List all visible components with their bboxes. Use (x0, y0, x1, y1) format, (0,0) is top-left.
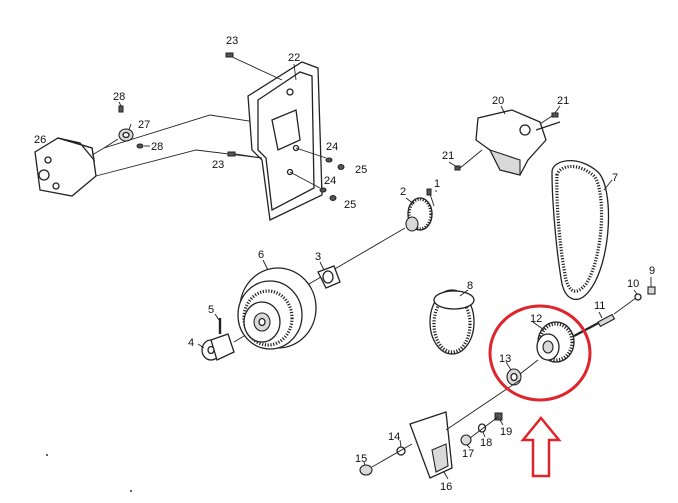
part-15-nut (359, 464, 373, 476)
part-12-pulley (536, 321, 575, 363)
highlight-circle (488, 304, 592, 402)
part-16-plate (409, 411, 453, 479)
part-28-screw-side (136, 143, 144, 149)
label-5: 5 (208, 304, 214, 316)
label-6: 6 (258, 249, 264, 261)
label-7: 7 (612, 172, 618, 184)
part-11-shaft (573, 313, 616, 337)
part-13-spacer (506, 368, 522, 386)
label-4: 4 (188, 337, 194, 349)
part-25-screw-b (329, 195, 337, 201)
label-21-right: 21 (557, 95, 569, 107)
label-12: 12 (530, 313, 542, 325)
highlight-arrow-up (520, 416, 562, 478)
part-1-screw (426, 188, 435, 207)
part-19-nut (494, 412, 503, 421)
label-25-a: 25 (355, 164, 367, 176)
part-23-screw-mid (227, 151, 263, 159)
label-11: 11 (594, 300, 605, 312)
part-6-large-pulley (237, 267, 317, 350)
part-28-screw-top (118, 105, 124, 113)
label-21-left: 21 (442, 150, 454, 162)
callout-labels: 23 22 28 27 28 26 23 24 25 24 25 20 21 2… (34, 35, 655, 493)
part-21-screw-left (454, 149, 483, 171)
label-28-top: 28 (113, 91, 125, 103)
part-22-cover (247, 61, 323, 221)
leader-lines (118, 63, 652, 480)
part-24-washer-b (289, 171, 327, 193)
label-25-b: 25 (344, 199, 356, 211)
part-26-motor (34, 137, 105, 197)
label-10: 10 (627, 278, 639, 290)
label-16: 16 (440, 481, 452, 493)
part-21-screw-right (539, 112, 559, 125)
label-26: 26 (34, 134, 46, 146)
part-10-washer (613, 293, 642, 315)
part-7-timing-belt (551, 159, 610, 300)
part-17-washer (460, 434, 472, 446)
label-14: 14 (388, 431, 400, 443)
label-22: 22 (288, 52, 300, 64)
label-13: 13 (499, 353, 511, 365)
part-25-screw-a (337, 164, 345, 170)
label-28-side: 28 (151, 141, 163, 153)
scan-speck (130, 490, 132, 492)
label-24-a: 24 (326, 141, 338, 153)
label-20: 20 (492, 95, 504, 107)
part-23-screw-top (225, 52, 283, 81)
part-9-nut (647, 286, 656, 295)
part-2-drive-pulley (405, 197, 433, 232)
scan-speck (46, 454, 48, 456)
highlight-annotation (488, 304, 592, 478)
part-24-washer-a (295, 147, 333, 163)
label-17: 17 (462, 448, 474, 460)
part-8-belt-ring (429, 289, 475, 355)
label-3: 3 (315, 251, 321, 263)
part-3-washer (317, 265, 341, 289)
part-4-cap (201, 333, 245, 361)
label-27: 27 (138, 119, 150, 131)
label-24-b: 24 (324, 175, 336, 187)
label-23-top: 23 (226, 35, 238, 47)
label-23-mid: 23 (212, 159, 224, 171)
part-27-pulley (103, 128, 134, 149)
part-20-bracket (475, 109, 561, 176)
label-19: 19 (500, 426, 512, 438)
label-2: 2 (400, 186, 406, 198)
label-15: 15 (355, 453, 367, 465)
label-8: 8 (467, 280, 473, 292)
label-18: 18 (480, 437, 492, 449)
label-9: 9 (649, 265, 655, 277)
label-1: 1 (434, 178, 440, 190)
